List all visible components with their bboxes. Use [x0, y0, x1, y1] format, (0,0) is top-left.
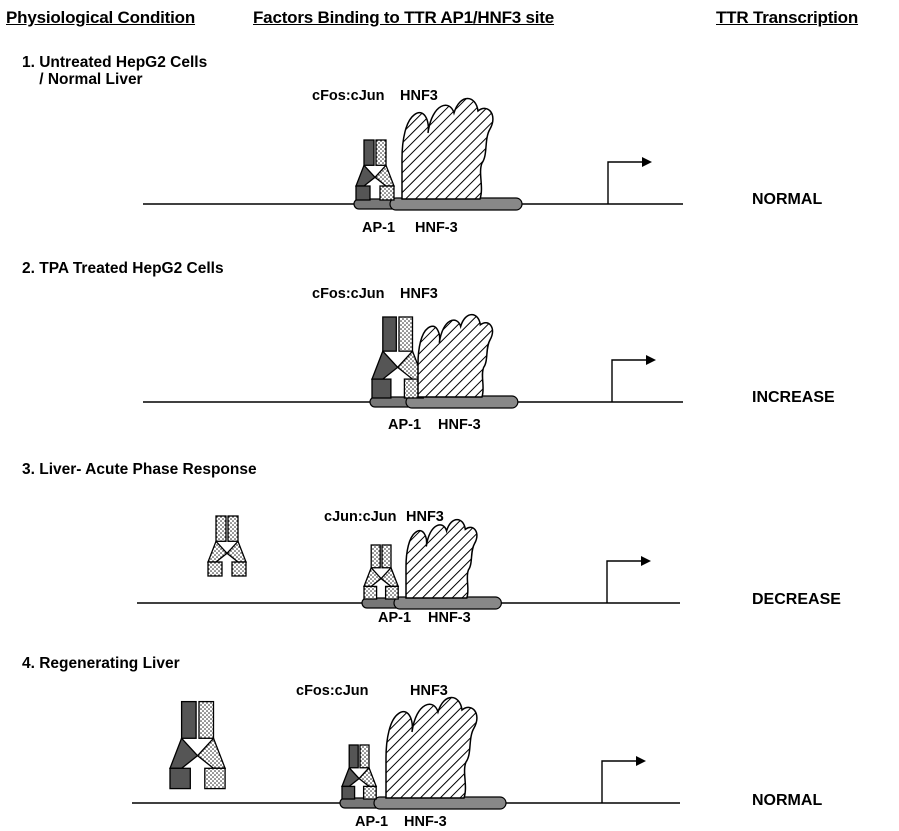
free-dimer-right-leg-3 — [226, 540, 247, 563]
factor-label-1: HNF3 — [400, 88, 438, 104]
free-dimer-right-foot-3 — [231, 561, 247, 577]
promoter-arrowhead-2 — [646, 355, 656, 365]
complex-label-3: cJun:cJun — [324, 509, 397, 525]
site-label-hnf3-4: HNF-3 — [404, 814, 447, 830]
ap1-dimer-right-arm-2 — [398, 316, 414, 352]
complex-label-1: cFos:cJun — [312, 88, 385, 104]
free-dimer-left-leg-3 — [207, 540, 228, 563]
ap1-dimer-left-leg-2 — [371, 349, 399, 380]
complex-label-2: cFos:cJun — [312, 286, 385, 302]
site-label-ap1-1: AP-1 — [362, 220, 396, 236]
promoter-arrowhead-4 — [636, 756, 646, 766]
complex-label-4: cFos:cJun — [296, 683, 369, 699]
outcome-label-2: INCREASE — [752, 389, 835, 406]
ap1-dimer-right-leg-3 — [380, 566, 400, 588]
factor-label-4: HNF3 — [410, 683, 448, 699]
hnf3-site-4 — [373, 796, 507, 810]
ap1-dimer-right-foot-3 — [384, 585, 399, 600]
free-dimer-left-foot-4 — [169, 767, 191, 790]
ap1-dimer-left-foot-1 — [355, 185, 371, 201]
free-dimer-right-foot-4 — [204, 767, 226, 790]
free-dimer-right-arm-4 — [198, 700, 215, 739]
header-physiological-condition: Physiological Condition — [6, 8, 196, 27]
ap1-dimer-left-arm-2 — [382, 316, 397, 352]
free-dimer-left-foot-3 — [207, 561, 223, 577]
hnf3-factor-1 — [401, 97, 494, 200]
outcome-label-1: NORMAL — [752, 191, 823, 208]
condition-label-3: 3. Liver- Acute Phase Response — [22, 461, 257, 478]
ap1-dimer-left-arm-4 — [348, 744, 359, 769]
site-label-hnf3-1: HNF-3 — [415, 220, 458, 236]
ap1-dimer-right-leg-1 — [374, 164, 395, 187]
hnf3-factor-4 — [385, 696, 478, 799]
free-dimer-right-arm-3 — [227, 515, 239, 542]
condition-label-4: 4. Regenerating Liver — [22, 655, 180, 672]
ap1-dimer-left-leg-3 — [363, 566, 383, 588]
condition-label-2: 2. TPA Treated HepG2 Cells — [22, 260, 224, 277]
hnf3-factor-3 — [405, 518, 478, 599]
site-label-ap1-2: AP-1 — [388, 417, 422, 433]
promoter-arrow-3 — [606, 560, 641, 603]
header-ttr-transcription: TTR Transcription — [716, 8, 859, 27]
ap1-dimer-right-foot-1 — [379, 185, 395, 201]
ap1-dimer-right-arm-1 — [375, 139, 387, 166]
ap1-dimer-left-leg-1 — [355, 164, 376, 187]
ap1-dimer-right-arm-4 — [359, 744, 370, 769]
outcome-label-4: NORMAL — [752, 792, 823, 809]
ap1-dimer-left-leg-4 — [341, 766, 361, 788]
hnf3-site-1 — [389, 197, 523, 211]
promoter-arrow-2 — [611, 359, 646, 402]
ap1-dimer-left-foot-2 — [371, 378, 392, 399]
site-label-hnf3-2: HNF-3 — [438, 417, 481, 433]
ap1-dimer-left-foot-3 — [363, 585, 378, 600]
factor-label-3: HNF3 — [406, 509, 444, 525]
promoter-arrowhead-3 — [641, 556, 651, 566]
free-dimer-right-leg-4 — [196, 737, 227, 769]
ap1-dimer-right-leg-4 — [358, 766, 378, 788]
promoter-arrowhead-1 — [642, 157, 652, 167]
promoter-arrow-4 — [601, 760, 636, 803]
promoter-arrow-1 — [607, 161, 642, 204]
free-dimer-left-leg-4 — [169, 737, 199, 769]
site-label-ap1-3: AP-1 — [378, 610, 412, 626]
ap1-dimer-left-arm-1 — [363, 139, 375, 166]
hnf3-factor-2 — [417, 313, 494, 398]
ap1-dimer-left-foot-4 — [341, 785, 356, 800]
ap1-dimer-right-foot-4 — [362, 785, 377, 800]
free-dimer-left-arm-3 — [215, 515, 227, 542]
site-label-ap1-4: AP-1 — [355, 814, 389, 830]
site-label-hnf3-3: HNF-3 — [428, 610, 471, 626]
hnf3-site-3 — [393, 596, 502, 610]
ap1-dimer-left-arm-3 — [370, 544, 381, 569]
ap1-dimer-right-arm-3 — [381, 544, 392, 569]
outcome-label-3: DECREASE — [752, 591, 841, 608]
free-dimer-left-arm-4 — [180, 700, 197, 739]
header-binding-factors: Factors Binding to TTR AP1/HNF3 site — [253, 8, 555, 27]
factor-label-2: HNF3 — [400, 286, 438, 302]
condition-label-1: 1. Untreated HepG2 Cells / Normal Liver — [22, 54, 208, 88]
